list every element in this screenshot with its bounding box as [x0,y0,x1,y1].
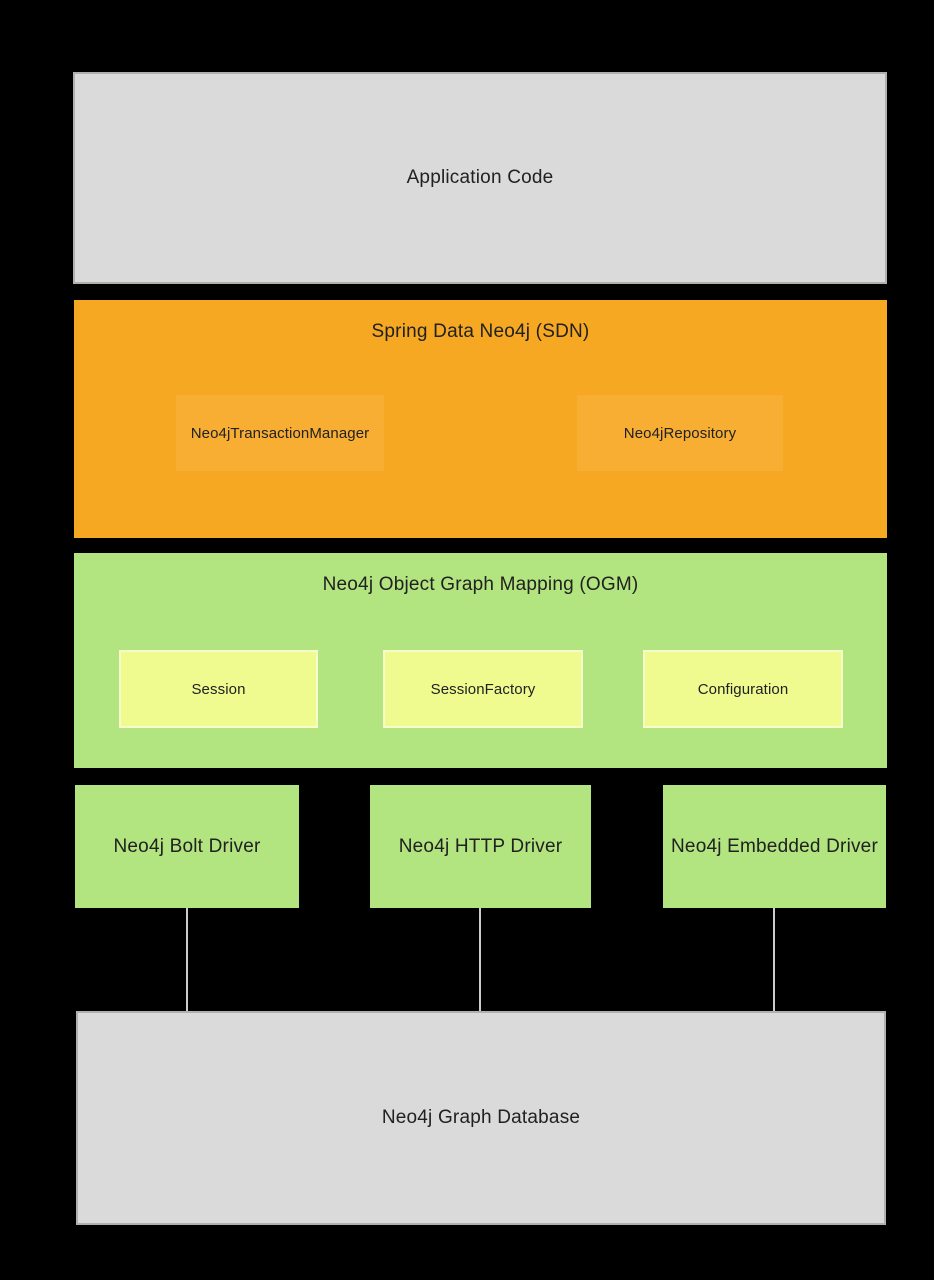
embedded-driver-label: Neo4j Embedded Driver [671,835,878,857]
embedded-driver-box: Neo4j Embedded Driver [663,785,886,908]
database-box: Neo4j Graph Database [76,1011,886,1225]
bolt-driver-box: Neo4j Bolt Driver [75,785,299,908]
sdn-layer-title: Spring Data Neo4j (SDN) [371,321,590,342]
configuration-label: Configuration [697,680,789,698]
embedded-driver-connector-line [773,908,775,1011]
ogm-layer-title: Neo4j Object Graph Mapping (OGM) [322,574,639,595]
session-box: Session [119,650,318,728]
session-factory-box: SessionFactory [383,650,583,728]
transaction-manager-label: Neo4jTransactionManager [190,424,370,442]
configuration-box: Configuration [643,650,843,728]
transaction-manager-box: Neo4jTransactionManager [176,395,384,471]
application-code-box: Application Code [73,72,887,284]
bolt-driver-connector-line [186,908,188,1011]
repository-box: Neo4jRepository [577,395,783,471]
bolt-driver-label: Neo4j Bolt Driver [113,835,261,857]
session-label: Session [191,680,246,698]
application-code-label: Application Code [406,167,554,188]
session-factory-label: SessionFactory [430,680,536,698]
http-driver-connector-line [479,908,481,1011]
http-driver-box: Neo4j HTTP Driver [370,785,591,908]
http-driver-label: Neo4j HTTP Driver [398,835,563,857]
database-label: Neo4j Graph Database [381,1107,581,1128]
repository-label: Neo4jRepository [623,424,737,442]
